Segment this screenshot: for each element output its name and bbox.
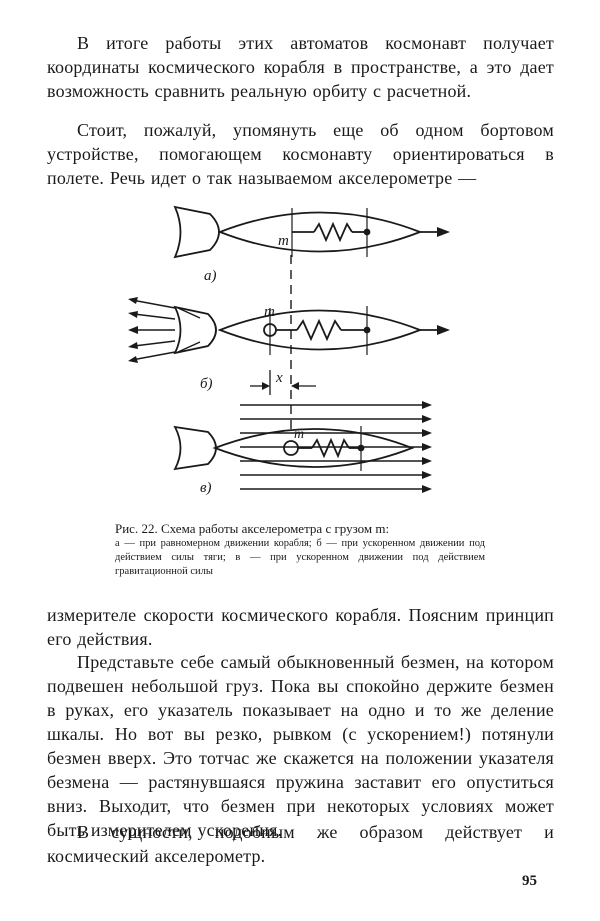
accelerometer-diagram: m а) <box>128 205 450 496</box>
panel-a-letter: а) <box>204 268 217 284</box>
page-number: 95 <box>522 873 537 889</box>
paragraph: В сущности, подобным же образом действуе… <box>47 822 554 866</box>
displacement-label: x <box>275 370 283 386</box>
figure-caption: Рис. 22. Схема работы акселерометра с гр… <box>115 520 485 579</box>
paragraph: Стоит, пожалуй, упомянуть еще об одном б… <box>47 120 554 188</box>
panel-c-letter: в) <box>200 480 212 496</box>
panel-c-field-lines <box>240 401 432 493</box>
mass-label: m <box>278 233 289 249</box>
panel-c-ship: m в) <box>173 425 415 496</box>
panel-a-ship: m а) <box>173 205 450 284</box>
paragraph: Представьте себе самый обыкновенный безм… <box>47 652 554 840</box>
displacement-indicator: x <box>250 370 316 395</box>
caption-text: а — при равномерном движении корабля; б … <box>115 538 485 577</box>
mass-label: m <box>294 427 304 442</box>
panel-b-letter: б) <box>200 376 213 392</box>
paragraph: измерителе скорости космического корабля… <box>47 605 554 649</box>
panel-b-ship: m б) <box>128 297 450 392</box>
caption-title: Рис. 22. Схема работы акселерометра с гр… <box>115 521 390 536</box>
mass-label: m <box>264 304 275 320</box>
paragraph: В итоге работы этих автоматов космонавт … <box>47 33 554 101</box>
